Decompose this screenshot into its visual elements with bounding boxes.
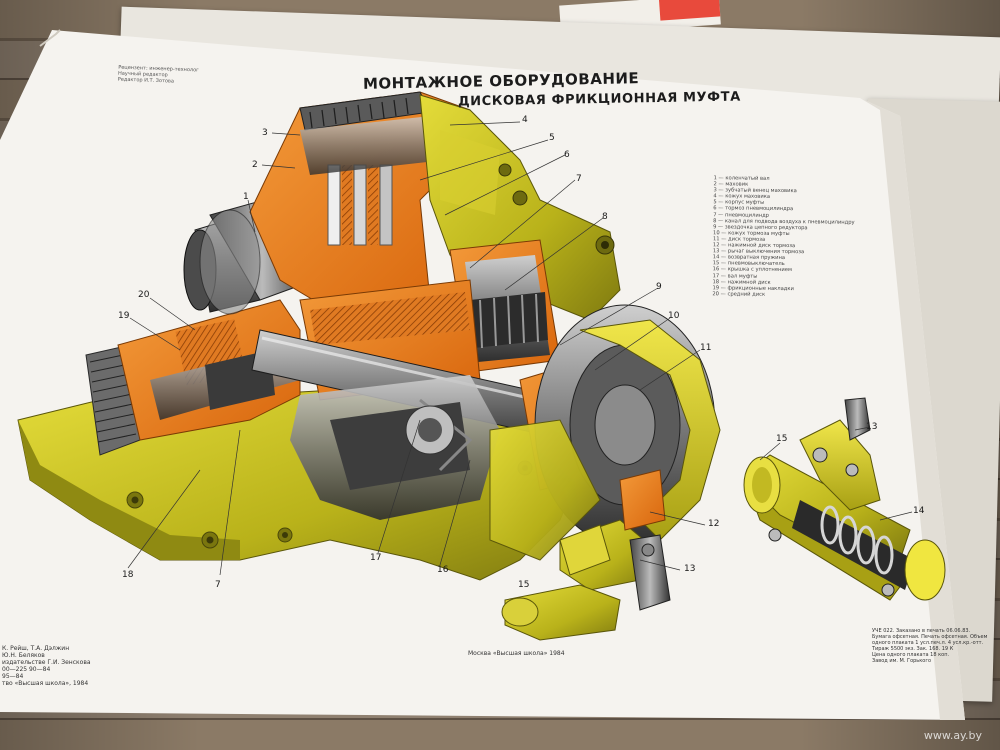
- print-info-block: УЧЕ 022. Заказано в печать 06.06.83. Бум…: [872, 628, 987, 664]
- site-watermark: www.ay.by: [923, 729, 982, 742]
- callout-20: 20: [138, 290, 150, 300]
- callout-14: 14: [913, 506, 925, 516]
- callout-2: 2: [252, 160, 258, 170]
- parts-legend: 1 — коленчатый вал 2 — маховик 3 — зубча…: [712, 175, 855, 298]
- callout-6: 6: [564, 150, 570, 160]
- print-line: Бумага офсетная. Печать офсетная. Объем: [872, 634, 988, 640]
- author-line: тво «Высшая школа», 1984: [2, 680, 89, 687]
- author-line: Ю.Н. Беляков: [2, 652, 45, 659]
- top-left-credits: Рецензент: инженер-технолог Научный реда…: [118, 65, 199, 86]
- callout-3: 3: [262, 128, 268, 138]
- print-line: УЧЕ 022. Заказано в печать 06.06.83.: [872, 628, 971, 634]
- callout-18: 18: [122, 570, 134, 580]
- callout-11: 11: [700, 343, 712, 353]
- callout-13-right: 13: [866, 422, 878, 432]
- callout-16: 16: [437, 565, 449, 575]
- callout-8: 8: [602, 212, 608, 222]
- print-line: Цена одного плаката 18 коп.: [872, 652, 950, 658]
- callout-15: 15: [776, 434, 788, 444]
- print-line: одного плаката 1 усл.печ.л. 4 усл.кр.-от…: [872, 640, 984, 646]
- callout-19: 19: [118, 311, 130, 321]
- publisher-line: Москва «Высшая школа» 1984: [468, 650, 565, 657]
- callout-12: 12: [708, 519, 720, 529]
- callout-13: 13: [684, 564, 696, 574]
- author-line: К. Рейш, Т.А. Дэлжин: [2, 645, 70, 652]
- callout-7: 7: [576, 174, 582, 184]
- author-line: 00—225 90—84: [2, 666, 51, 673]
- authors-block: К. Рейш, Т.А. Дэлжин Ю.Н. Беляков издате…: [2, 645, 91, 687]
- callout-10: 10: [668, 311, 680, 321]
- callout-7-lower: 7: [215, 580, 221, 590]
- callout-1: 1: [243, 192, 249, 202]
- callout-9: 9: [656, 282, 662, 292]
- callout-4: 4: [522, 115, 528, 125]
- author-line: 95—84: [2, 673, 24, 680]
- callout-5: 5: [549, 133, 555, 143]
- print-line: Тираж 5500 экз. Зак. 168. 19 К: [872, 646, 954, 652]
- author-line: издательстве Г.И. Зенскова: [2, 659, 91, 666]
- callout-17: 17: [370, 553, 382, 563]
- print-line: Завод им. М. Горького: [872, 658, 932, 664]
- callout-15-lower: 15: [518, 580, 530, 590]
